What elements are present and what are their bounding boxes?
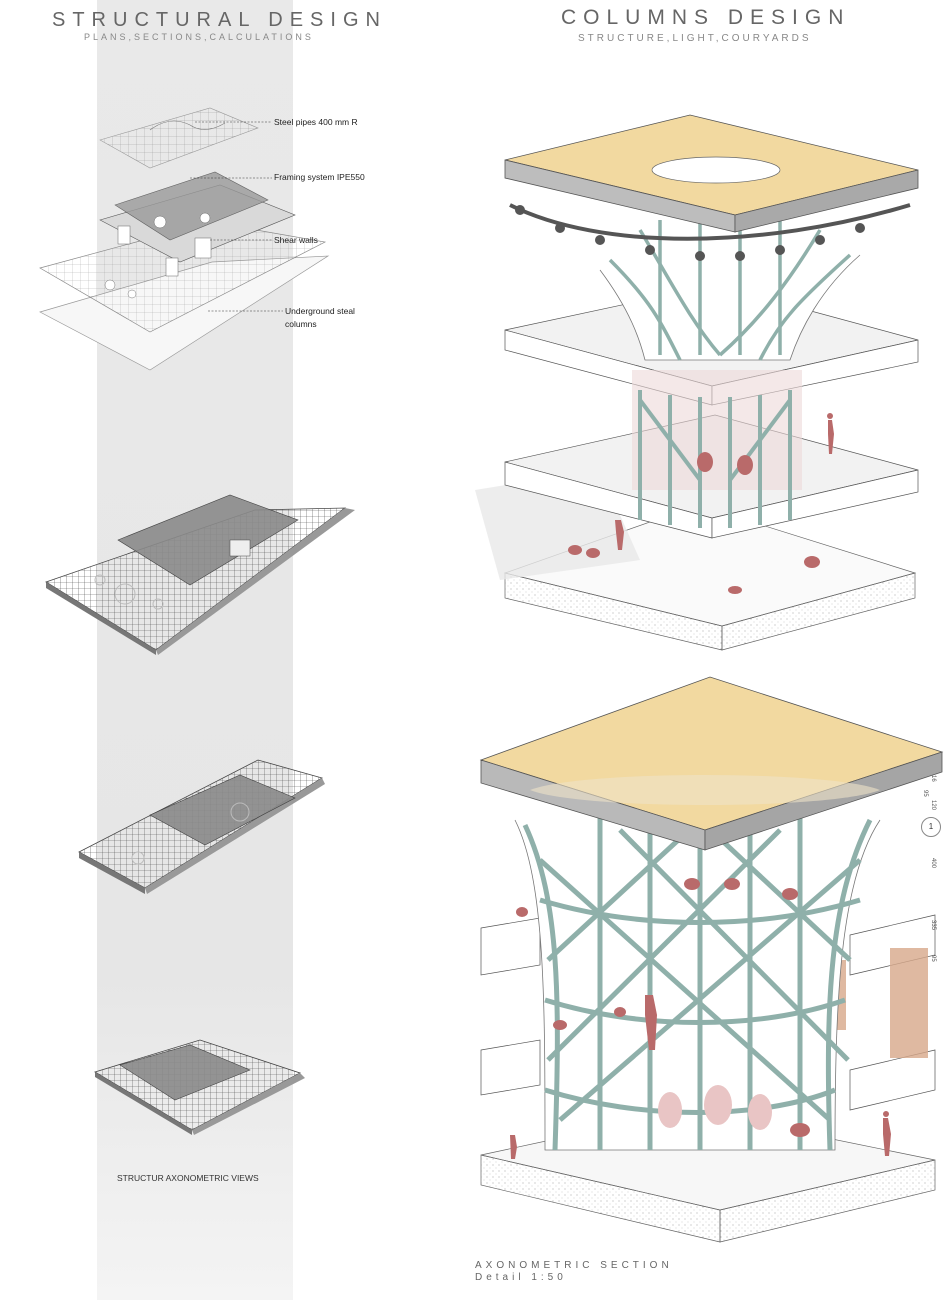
column-axonometric-upper xyxy=(475,114,919,651)
plan-axonometric-3 xyxy=(94,1039,305,1135)
dimension-label: 120 xyxy=(930,800,936,811)
callout-shear-walls: Shear walls xyxy=(274,235,318,245)
callout-steel-pipes: Steel pipes 400 mm R xyxy=(274,117,358,127)
dimension-label: 95 xyxy=(922,790,928,797)
axonometric-section-caption: AXONOMETRIC SECTION xyxy=(475,1260,673,1271)
structural-design-title: STRUCTURAL DESIGN xyxy=(52,9,387,31)
plan-axonometric-1 xyxy=(45,494,355,655)
column-axonometric-section xyxy=(479,676,944,1243)
detail-scale-caption: Detail 1:50 xyxy=(475,1272,567,1283)
dimension-label: 400 xyxy=(930,858,936,869)
columns-design-subtitle: STRUCTURE,LIGHT,COURYARDS xyxy=(578,33,812,44)
plan-axonometric-2 xyxy=(78,759,325,894)
grid-marker: 1 xyxy=(921,817,941,837)
dimension-label: 95 xyxy=(930,955,936,962)
dimension-label: 16 xyxy=(930,775,936,782)
callout-framing-system: Framing system IPE550 xyxy=(274,172,365,182)
callout-underground-columns: Underground steal columns xyxy=(285,306,355,329)
structur-axonometric-caption: STRUCTUR AXONOMETRIC VIEWS xyxy=(117,1173,259,1183)
dimension-label: 335 xyxy=(930,920,936,931)
exploded-structure-axonometric xyxy=(39,107,330,371)
columns-design-title: COLUMNS DESIGN xyxy=(561,6,851,29)
structural-design-subtitle: PLANS,SECTIONS,CALCULATIONS xyxy=(84,32,314,42)
